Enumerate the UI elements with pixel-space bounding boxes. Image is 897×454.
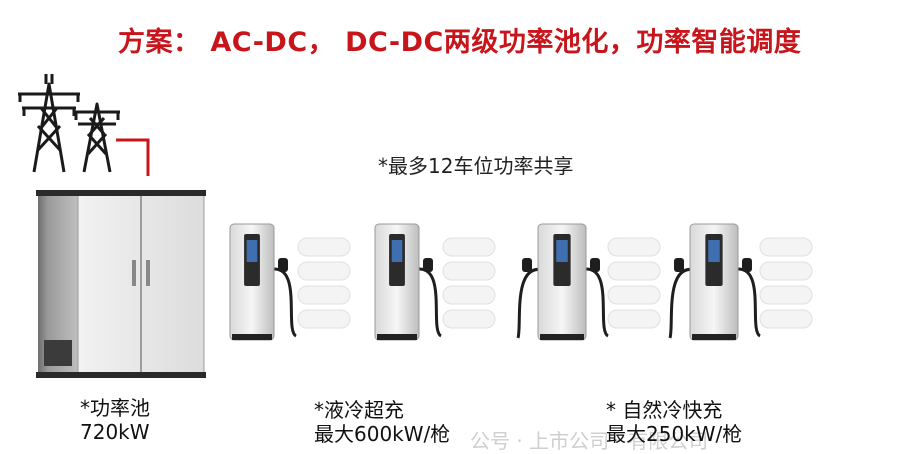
natural-charger-1: [516, 223, 661, 341]
natural-charger-2: [668, 223, 813, 341]
natural-cooled-label-line1: * 自然冷快充: [606, 398, 723, 422]
power-pool-label-line1: *功率池: [80, 396, 150, 420]
liquid-cooled-label-line2: 最大600kW/枪: [314, 422, 451, 446]
liquid-charger-1: [229, 223, 351, 341]
power-pool-label-line2: 720kW: [80, 420, 150, 444]
liquid-cooled-label: *液冷超充 最大600kW/枪: [314, 398, 450, 446]
natural-cooled-label-line2: 最大250kW/枪: [606, 422, 743, 446]
power-pool-label: *功率池 720kW: [80, 396, 150, 444]
liquid-cooled-label-line1: *液冷超充: [314, 398, 404, 422]
liquid-charger-2: [374, 223, 496, 341]
power-pool-cabinet: [36, 190, 206, 378]
page-title: 方案： AC-DC， DC-DC两级功率池化，功率智能调度: [118, 27, 802, 58]
power-share-note: *最多12车位功率共享: [378, 154, 574, 178]
natural-cooled-label: * 自然冷快充 最大250kW/枪: [606, 398, 742, 446]
